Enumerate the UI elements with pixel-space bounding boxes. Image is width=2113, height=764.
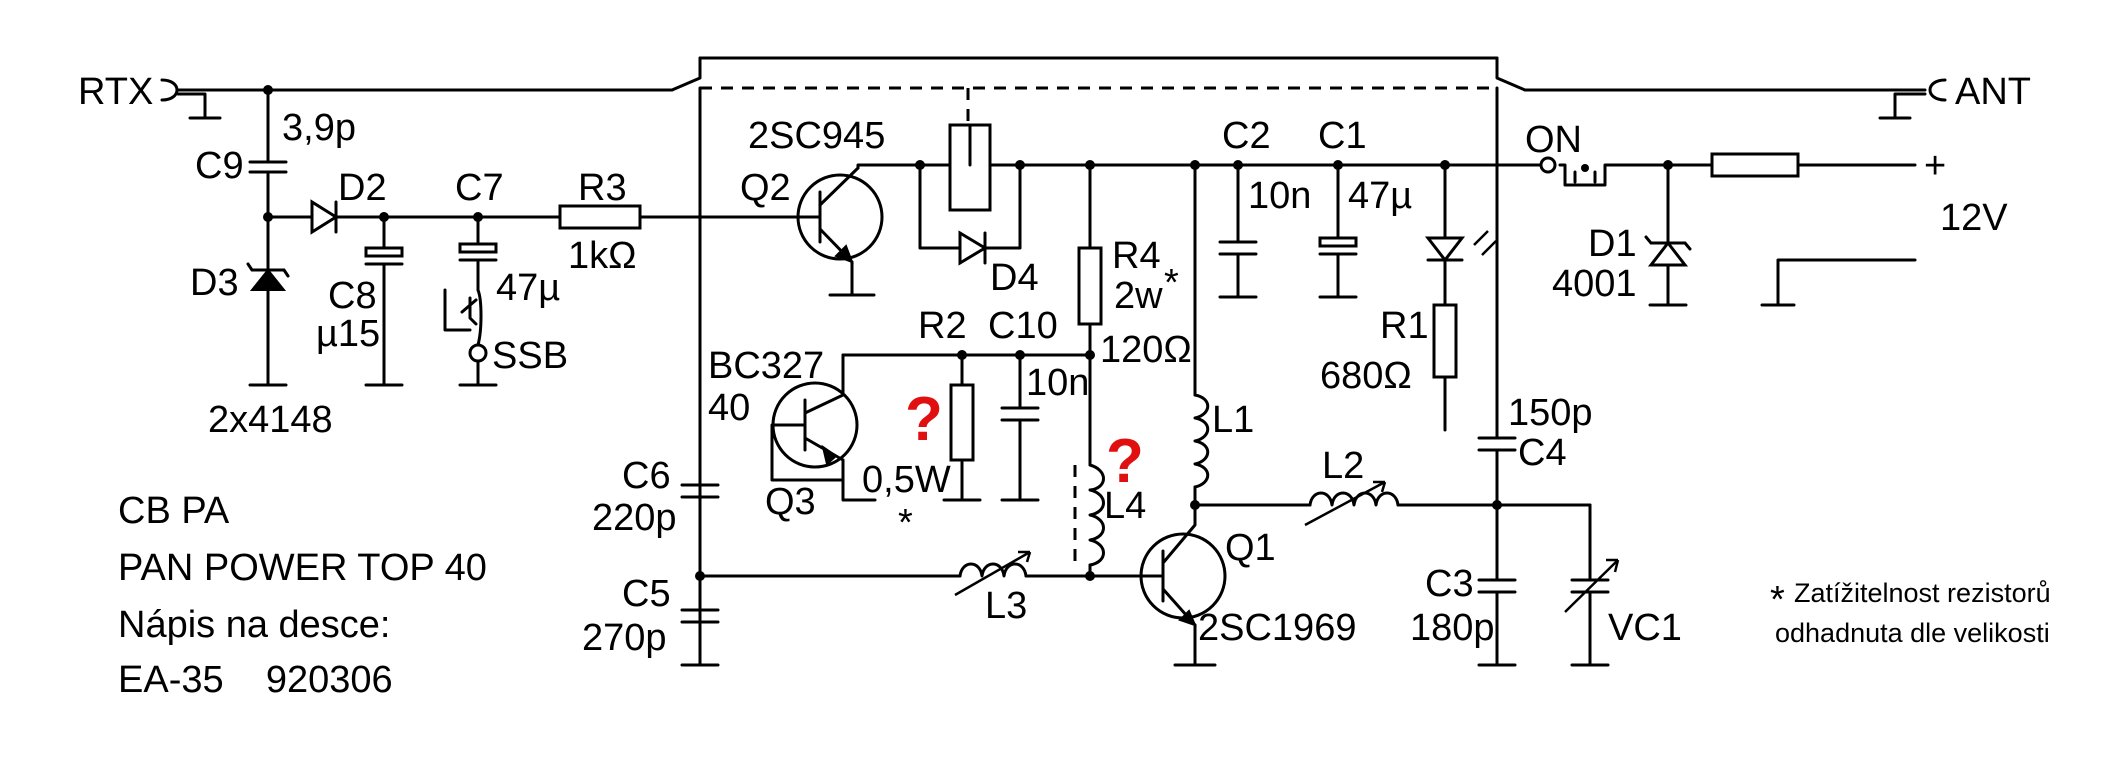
label-diodes-value: 2x4148 xyxy=(208,399,333,441)
label-plus: + xyxy=(1924,145,1946,187)
label-q3: Q3 xyxy=(765,481,816,523)
board-notes: CB PA PAN POWER TOP 40 Nápis na desce: E… xyxy=(118,490,487,701)
label-c9: C9 xyxy=(195,145,244,187)
label-c10-value: 10n xyxy=(1026,362,1089,404)
label-on: ON xyxy=(1525,119,1582,161)
label-r2-power: 0,5W xyxy=(862,459,951,501)
label-r1: R1 xyxy=(1380,305,1429,347)
label-d4: D4 xyxy=(990,257,1039,299)
label-q2: Q2 xyxy=(740,167,791,209)
component-labels: RTX ANT C9 3,9p D2 C7 R3 1kΩ D3 C8 µ15 4… xyxy=(78,71,2031,659)
label-r4: R4 xyxy=(1112,235,1161,277)
label-c3: C3 xyxy=(1425,563,1474,605)
q2-driver-transistor xyxy=(793,163,1102,297)
label-ant: ANT xyxy=(1955,71,2031,113)
label-asterisk-r2: * xyxy=(898,502,913,544)
label-q3-type-suffix: 40 xyxy=(708,387,750,429)
footnote-line1: Zatížitelnost rezistorů xyxy=(1794,578,2051,608)
input-section xyxy=(160,78,1947,387)
label-r4-value: 120Ω xyxy=(1100,329,1192,371)
label-vc1: VC1 xyxy=(1608,607,1682,649)
label-l3: L3 xyxy=(985,585,1027,627)
resistor-footnote: * Zatížitelnost rezistorů odhadnuta dle … xyxy=(1770,578,2051,648)
label-l4: L4 xyxy=(1104,485,1146,527)
relay-switch-section xyxy=(670,56,1527,662)
label-c5-value: 270p xyxy=(582,617,667,659)
label-c2-value: 10n xyxy=(1248,175,1311,217)
label-q3-type: BC327 xyxy=(708,345,824,387)
label-r3-value: 1kΩ xyxy=(568,235,637,277)
relay-coil xyxy=(915,123,1025,266)
footnote-line2: odhadnuta dle velikosti xyxy=(1775,618,2050,648)
label-c10: C10 xyxy=(988,305,1058,347)
label-c2: C2 xyxy=(1222,115,1271,157)
label-c9-value: 3,9p xyxy=(282,107,356,149)
note-board-code: EA-35 920306 xyxy=(118,659,393,701)
label-c1-value: 47µ xyxy=(1348,175,1412,217)
final-stage xyxy=(680,163,1620,667)
label-d1: D1 xyxy=(1588,223,1637,265)
label-q1-type: 2SC1969 xyxy=(1198,607,1356,649)
note-title: CB PA xyxy=(118,490,230,532)
label-c1: C1 xyxy=(1318,115,1367,157)
label-r4-power: 2w xyxy=(1114,275,1163,317)
label-q2-type: 2SC945 xyxy=(748,115,885,157)
label-l2: L2 xyxy=(1322,445,1364,487)
label-q1: Q1 xyxy=(1225,527,1276,569)
label-c8-value: µ15 xyxy=(316,313,380,355)
question-mark-r2: ? xyxy=(905,385,943,454)
label-r1-value: 680Ω xyxy=(1320,355,1412,397)
q3-bias-section xyxy=(770,350,1092,502)
label-supply-value: 12V xyxy=(1940,197,2008,239)
note-model: PAN POWER TOP 40 xyxy=(118,547,487,589)
label-rtx: RTX xyxy=(78,71,153,113)
label-c8: C8 xyxy=(328,275,377,317)
label-c7-value: 47µ xyxy=(496,267,560,309)
note-board-label: Nápis na desce: xyxy=(118,604,391,646)
label-asterisk-r4: * xyxy=(1164,262,1179,304)
label-r3: R3 xyxy=(578,167,627,209)
label-c5: C5 xyxy=(622,573,671,615)
label-c6-value: 220p xyxy=(592,497,677,539)
label-c7: C7 xyxy=(455,167,504,209)
label-c4-value: 150p xyxy=(1508,392,1593,434)
label-c3-value: 180p xyxy=(1410,607,1495,649)
label-d1-value: 4001 xyxy=(1552,263,1637,305)
question-mark-l4: ? xyxy=(1106,427,1144,496)
label-d3: D3 xyxy=(190,262,239,304)
label-l1: L1 xyxy=(1212,399,1254,441)
label-ssb: SSB xyxy=(492,335,568,377)
label-c4: C4 xyxy=(1518,432,1567,474)
footnote-asterisk: * xyxy=(1770,579,1785,621)
label-d2: D2 xyxy=(338,167,387,209)
label-r2: R2 xyxy=(918,305,967,347)
label-c6: C6 xyxy=(622,455,671,497)
